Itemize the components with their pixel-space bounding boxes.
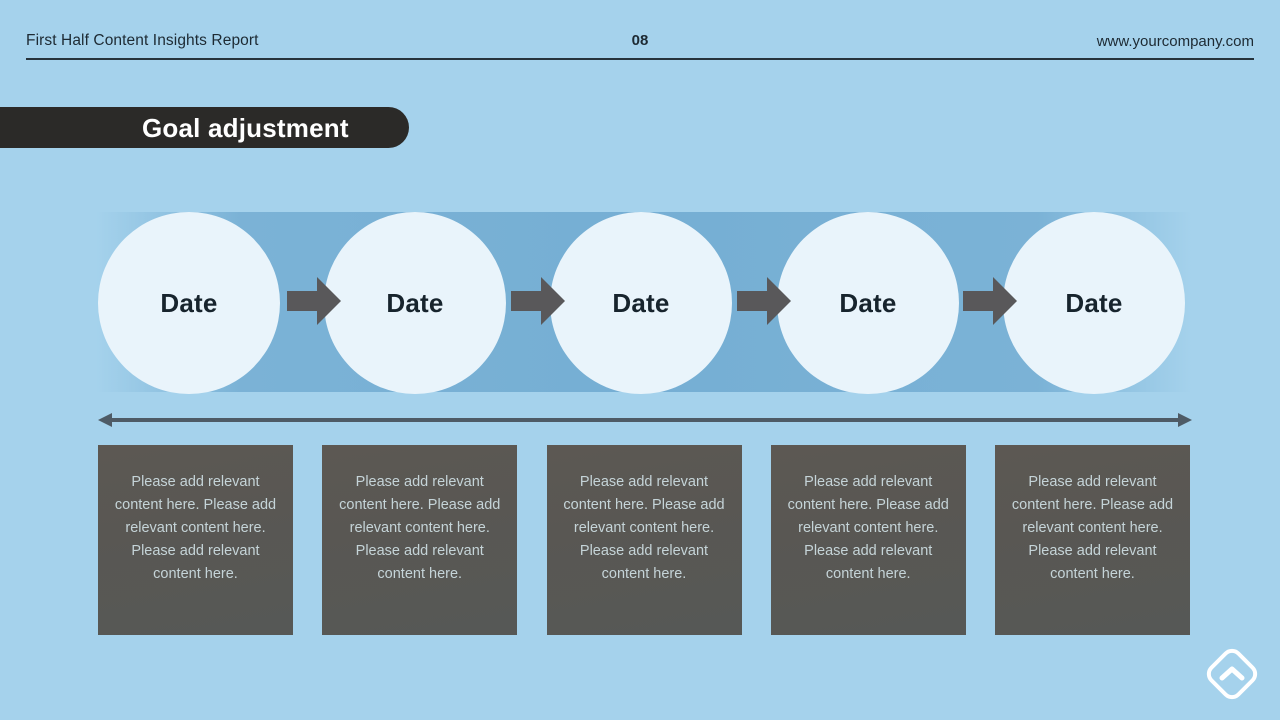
- arrow-right-block-icon-1: [287, 277, 341, 325]
- milestone-circle-5[interactable]: Date: [1003, 212, 1185, 394]
- milestone-circle-2[interactable]: Date: [324, 212, 506, 394]
- milestone-circle-4[interactable]: Date: [777, 212, 959, 394]
- arrow-right-block-icon-3: [737, 277, 791, 325]
- content-box-text-4: Please add relevant content here. Please…: [787, 474, 949, 582]
- header-row: First Half Content Insights Report www.y…: [26, 24, 1254, 58]
- milestone-circle-1[interactable]: Date: [98, 212, 280, 394]
- milestone-label-5: Date: [1065, 287, 1123, 318]
- header-website: www.yourcompany.com: [1096, 32, 1254, 50]
- header-divider: [26, 58, 1254, 60]
- timeline-milestones: Date Date Date Date Date: [98, 212, 1190, 394]
- content-box-list: Please add relevant content here. Please…: [98, 445, 1190, 635]
- arrow-right-block-icon-2: [511, 277, 565, 325]
- content-box-5[interactable]: Please add relevant content here. Please…: [995, 445, 1190, 635]
- content-box-text-1: Please add relevant content here. Please…: [114, 474, 277, 582]
- arrow-right-block-icon-4: [963, 277, 1017, 325]
- milestone-label-4: Date: [839, 287, 897, 318]
- content-box-text-5: Please add relevant content here. Please…: [1011, 474, 1174, 582]
- milestone-label-2: Date: [386, 287, 444, 318]
- slide-header: First Half Content Insights Report www.y…: [26, 24, 1254, 64]
- timeline-axis: [98, 409, 1192, 431]
- milestone-circle-3[interactable]: Date: [550, 212, 732, 394]
- page-title: Goal adjustment: [142, 112, 349, 143]
- content-box-text-3: Please add relevant content here. Please…: [563, 474, 725, 582]
- content-box-text-2: Please add relevant content here. Please…: [339, 474, 501, 582]
- content-box-3[interactable]: Please add relevant content here. Please…: [546, 445, 742, 635]
- diamond-chevron-up-logo: [1204, 646, 1260, 702]
- content-box-2[interactable]: Please add relevant content here. Please…: [322, 445, 518, 635]
- milestone-label-1: Date: [160, 287, 218, 318]
- header-title: First Half Content Insights Report: [26, 32, 259, 49]
- section-title-banner: Goal adjustment: [0, 107, 409, 148]
- content-box-4[interactable]: Please add relevant content here. Please…: [770, 445, 966, 635]
- arrow-right-icon: [1178, 413, 1192, 427]
- arrow-left-icon: [98, 413, 112, 427]
- milestone-label-3: Date: [612, 287, 670, 318]
- content-box-1[interactable]: Please add relevant content here. Please…: [98, 445, 293, 635]
